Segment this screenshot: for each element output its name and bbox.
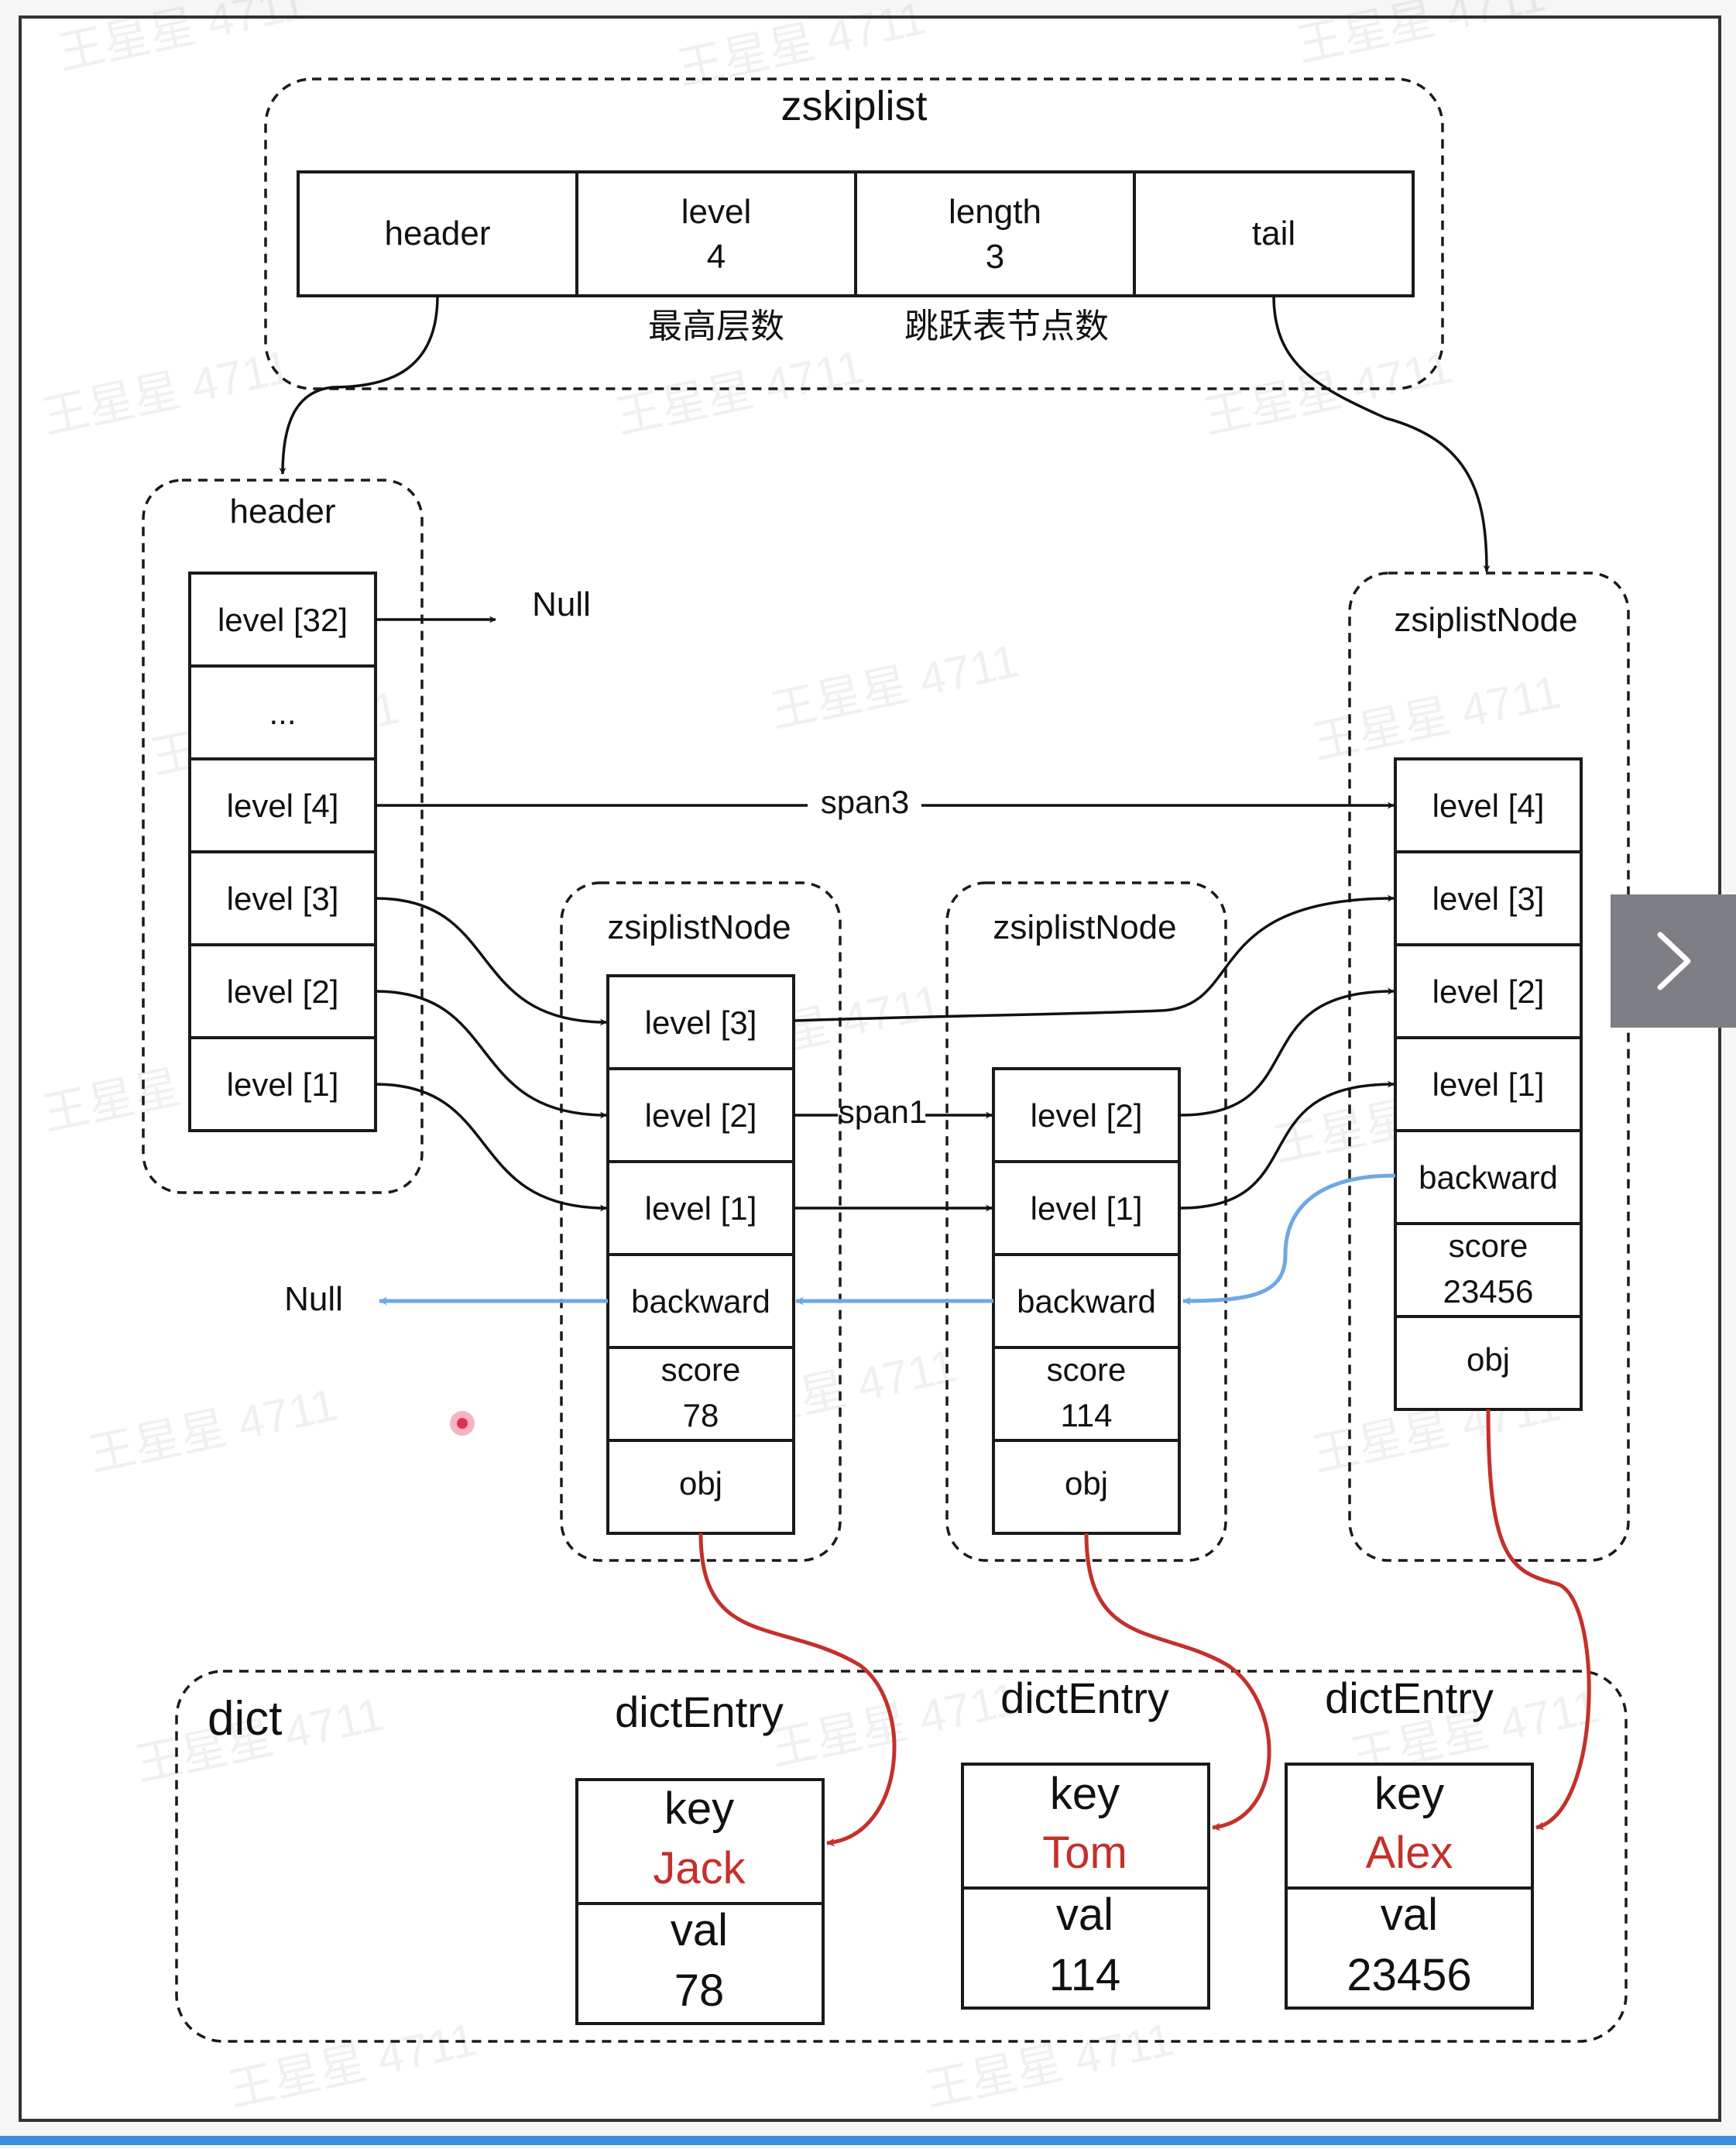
dict-entry-3-val: 23456	[1347, 1950, 1471, 2000]
span3-label: span3	[821, 784, 909, 820]
node-3-level-3: level [3]	[1432, 881, 1545, 917]
node-1-cells: level [3] level [2] level [1] backward s…	[606, 974, 795, 1535]
dict-entry-3: dictEntry key Alex val 23456	[1285, 1674, 1534, 2010]
dict-entry-2-val: 114	[1049, 1950, 1120, 2000]
dict-entry-3-title: dictEntry	[1325, 1674, 1494, 1722]
node-2-obj: obj	[1065, 1465, 1108, 1502]
length-field	[854, 170, 1136, 297]
header-level3-arrow	[375, 897, 607, 1026]
node-3-cells: level [4] level [3] level [2] level [1] …	[1394, 757, 1583, 1411]
zskiplist-title: zskiplist	[781, 83, 927, 129]
dict-entry-2-val-label: val	[1056, 1890, 1113, 1940]
node-1-level-2: level [2]	[645, 1097, 757, 1134]
dict-entry-3-key-label: key	[1374, 1769, 1444, 1819]
header-pointer-arrow	[279, 295, 439, 475]
dict-entry-2: dictEntry key Tom val 114	[961, 1674, 1210, 2010]
length-field-label: length	[949, 193, 1041, 231]
node2-level1-arrow	[1178, 1080, 1395, 1210]
node-1-level-3: level [3]	[645, 1004, 757, 1041]
node2-level2-arrow	[1178, 987, 1395, 1117]
zskiplist-fields: header level 4 length 3 tail	[297, 170, 1415, 297]
node-3-score-label: score	[1449, 1227, 1528, 1264]
node-2-level-2: level [2]	[1031, 1097, 1143, 1134]
level-note: 最高层数	[648, 307, 784, 345]
header-level-1: level [1]	[227, 1066, 339, 1103]
zskiplist-box	[264, 77, 1444, 390]
node-1-box	[560, 881, 842, 1562]
dict-entry-2-key-label: key	[1050, 1769, 1120, 1819]
node3-backward-arrow	[1182, 1173, 1396, 1306]
dict-entry-1-val: 78	[674, 1965, 725, 2016]
backward-null-label: Null	[284, 1280, 343, 1318]
node-1-score-value: 78	[683, 1397, 719, 1433]
node-2-backward: backward	[1017, 1283, 1156, 1320]
node-3-level-1: level [1]	[1432, 1066, 1545, 1103]
header-level1-arrow	[375, 1083, 607, 1212]
bottom-progress-bar	[0, 2136, 1736, 2145]
dict-entry-1-key: Jack	[653, 1843, 746, 1893]
level-field-label: level	[681, 193, 752, 231]
dict-entry-1: dictEntry key Jack val 78	[575, 1687, 825, 2025]
header-level-4: level [4]	[227, 788, 339, 824]
node-1-score-label: score	[661, 1351, 741, 1388]
node-1-title: zsiplistNode	[607, 908, 791, 946]
node-2-box	[945, 881, 1227, 1562]
header-level-ellipsis: ...	[269, 695, 296, 731]
header-field-label: header	[384, 215, 490, 252]
node-3-score-value: 23456	[1443, 1273, 1534, 1310]
node-2-score-label: score	[1047, 1351, 1127, 1388]
header-level2-arrow	[375, 990, 607, 1119]
dict-entry-2-title: dictEntry	[1000, 1674, 1169, 1722]
header-node-title: header	[229, 493, 335, 530]
node-2-cells: level [2] level [1] backward score 114 o…	[992, 1067, 1181, 1535]
node-1-backward: backward	[631, 1283, 770, 1320]
dict-entry-2-key: Tom	[1042, 1828, 1127, 1878]
node-1-level-1: level [1]	[645, 1190, 757, 1227]
header-level-32: level [32]	[218, 602, 348, 638]
node-3-level-2: level [2]	[1432, 973, 1545, 1010]
level-field-value: 4	[707, 238, 726, 276]
level32-null-label: Null	[532, 585, 591, 623]
node-3-title: zsiplistNode	[1394, 601, 1577, 639]
length-note: 跳跃表节点数	[904, 307, 1109, 345]
next-slide-button[interactable]	[1611, 894, 1736, 1028]
node-2-title: zsiplistNode	[993, 908, 1176, 946]
header-node-box	[142, 479, 424, 1194]
level-field	[575, 170, 857, 297]
dict-entry-3-key: Alex	[1366, 1828, 1453, 1878]
length-field-value: 3	[986, 238, 1004, 276]
header-field	[297, 170, 578, 297]
header-level-3: level [3]	[227, 881, 339, 917]
tail-field	[1133, 170, 1415, 297]
node-1-obj: obj	[679, 1465, 722, 1502]
span1-label: span1	[839, 1093, 927, 1130]
header-levels: level [32] ... level [4] level [3] level…	[188, 572, 377, 1132]
node1-level3-arrow	[793, 894, 1395, 1022]
cursor-dot-center	[457, 1418, 468, 1429]
tail-field-label: tail	[1252, 215, 1295, 252]
dict-entry-3-val-label: val	[1381, 1890, 1438, 1940]
node-2-level-1: level [1]	[1031, 1190, 1143, 1227]
chevron-right-icon	[1657, 932, 1691, 990]
dict-entry-1-title: dictEntry	[615, 1687, 784, 1736]
node-3-box	[1348, 572, 1630, 1562]
dict-entry-1-key-label: key	[664, 1783, 734, 1834]
node-3-backward: backward	[1419, 1159, 1558, 1196]
dict-title: dict	[208, 1692, 282, 1746]
node-2-score-value: 114	[1061, 1397, 1113, 1433]
node-3-level-4: level [4]	[1432, 788, 1545, 824]
dict-box	[175, 1670, 1628, 2043]
node-3-obj: obj	[1467, 1341, 1510, 1378]
tail-pointer-arrow	[1272, 295, 1491, 572]
dict-entry-1-val-label: val	[671, 1905, 728, 1955]
node1-obj-arrow	[698, 1533, 897, 1847]
header-level-2: level [2]	[227, 973, 339, 1010]
node3-obj-arrow	[1486, 1409, 1591, 1831]
node2-obj-arrow	[1084, 1533, 1271, 1831]
